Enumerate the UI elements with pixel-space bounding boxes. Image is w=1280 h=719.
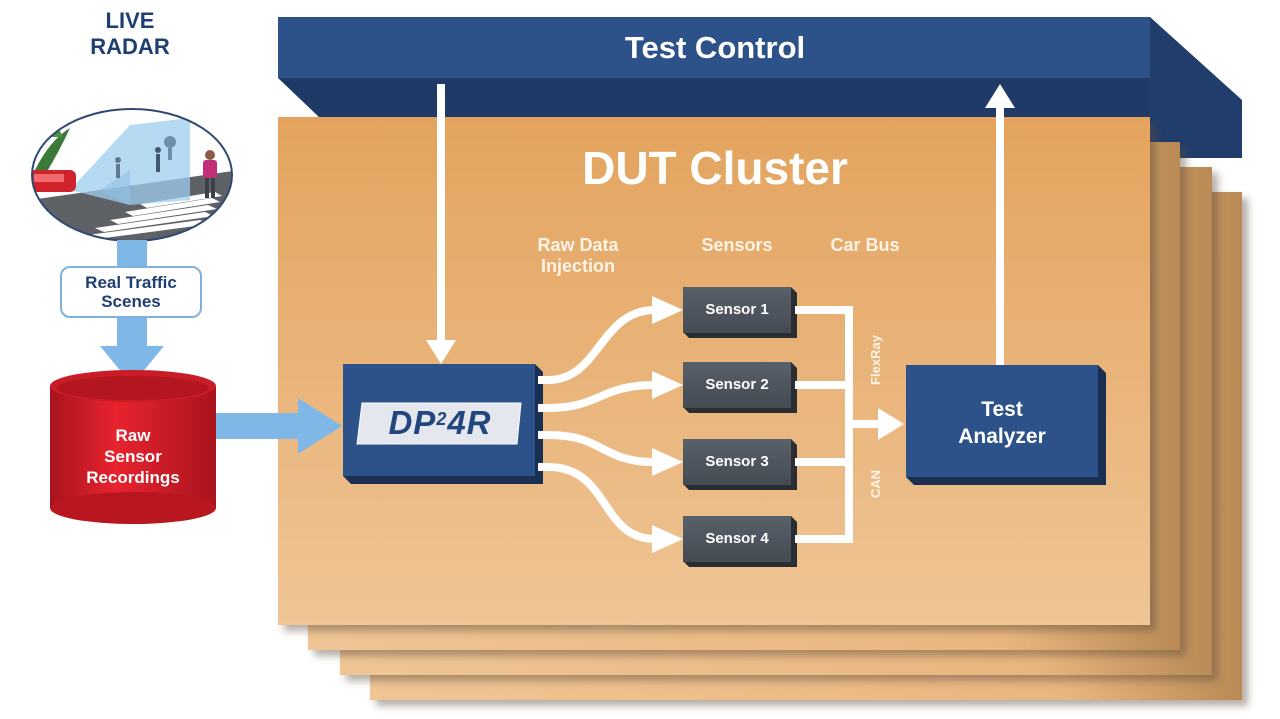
test-control-title: Test Control [624, 30, 806, 65]
sensor-1-label: Sensor 1 [705, 301, 769, 318]
scene-arrow-head [100, 346, 164, 385]
injection-paths [547, 306, 656, 543]
database-cylinder-icon [50, 370, 216, 524]
flow-arrows-input [100, 240, 342, 454]
injection-path-4 [547, 463, 656, 543]
scene-connector [117, 240, 147, 268]
column-header-car-bus: Car Bus [830, 235, 900, 255]
injection-arrowheads [652, 296, 683, 553]
can-label: CAN [868, 469, 883, 499]
injection-path-1 [547, 306, 656, 384]
sensor-4-label: Sensor 4 [705, 530, 769, 547]
output-pin-2 [538, 404, 550, 412]
sensor-box-4 [683, 516, 797, 567]
output-pin-3 [538, 431, 550, 439]
bus-trunk [845, 306, 853, 543]
bus-to-analyzer-head [878, 408, 904, 440]
sensor-box-3 [683, 439, 797, 490]
test-analyzer-block [906, 365, 1106, 485]
analyzer-up-arrow [985, 84, 1015, 366]
bus-to-analyzer-shaft [851, 420, 881, 428]
control-down-arrow [426, 84, 456, 364]
sensor-boxes [683, 287, 797, 567]
test-control-side [1150, 17, 1242, 158]
dp24r-logo-superscript: 2 [436, 408, 448, 429]
column-header-sensors: Sensors [701, 235, 773, 255]
car-bus-lines [795, 306, 904, 543]
sensor-3-label: Sensor 3 [705, 453, 769, 470]
sensor-box-2 [683, 362, 797, 413]
scene-arrow-shaft [117, 318, 147, 348]
injection-path-2 [547, 381, 656, 412]
dp24r-logo-end: 4R [447, 404, 492, 441]
traffic-scene-icon [31, 108, 233, 242]
flexray-label: FlexRay [868, 335, 883, 385]
sensor-box-1 [683, 287, 797, 338]
test-control-face [278, 17, 1150, 78]
dp24r-block [343, 364, 550, 484]
dut-cluster-title: DUT Cluster [582, 142, 848, 194]
sensor-2-label: Sensor 2 [705, 376, 769, 393]
dp24r-logo-main: DP [388, 404, 437, 441]
injection-path-3 [547, 431, 656, 466]
recording-arrow-head [298, 398, 342, 454]
output-pin-4 [538, 463, 550, 471]
recording-arrow-shaft [216, 413, 302, 439]
output-pin-1 [538, 376, 550, 384]
